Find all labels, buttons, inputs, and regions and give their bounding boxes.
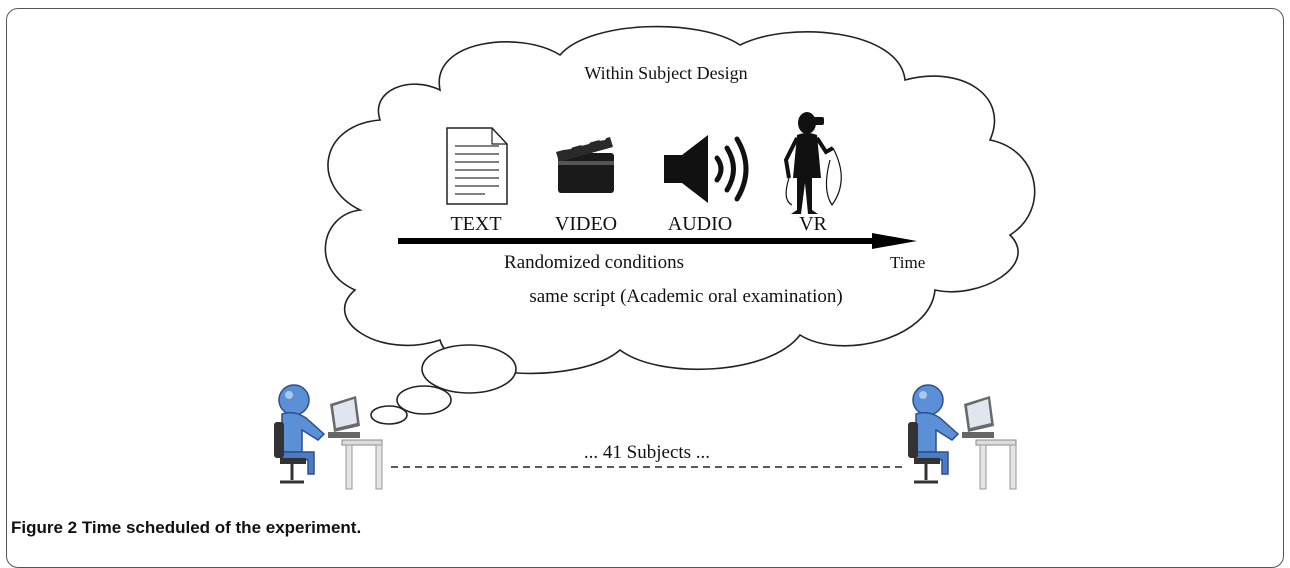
subjects-label: ... 41 Subjects ... <box>584 442 710 463</box>
timeline-arrow <box>398 233 917 249</box>
script-note: same script (Academic oral examination) <box>529 286 842 307</box>
time-label: Time <box>890 253 925 272</box>
condition-label-vr: VR <box>799 213 827 235</box>
text-document-icon <box>446 127 508 205</box>
speaker-icon <box>664 135 749 203</box>
clapperboard-icon <box>556 131 614 193</box>
thought-bubbles <box>370 344 517 425</box>
figure-number: Figure 2 <box>11 518 78 537</box>
diagram-canvas: Within Subject Design <box>274 25 1036 490</box>
bubble-medium <box>396 385 452 415</box>
vr-user-icon <box>783 112 842 214</box>
cloud-title: Within Subject Design <box>584 63 747 83</box>
thought-cloud <box>324 25 1036 375</box>
timeline-caption: Randomized conditions <box>504 252 684 273</box>
person-at-computer-icon <box>908 384 1017 490</box>
person-at-computer-icon <box>274 384 383 490</box>
condition-label-text: TEXT <box>450 213 501 235</box>
subjects-label-backdrop <box>570 440 724 464</box>
figure-caption-text: Time scheduled of the experiment. <box>81 518 362 537</box>
condition-label-video: VIDEO <box>555 213 617 235</box>
bubble-large <box>421 344 517 394</box>
bubble-small <box>370 405 408 425</box>
figure-caption: Figure 2 Time scheduled of the experimen… <box>11 518 361 538</box>
condition-label-audio: AUDIO <box>668 213 732 235</box>
